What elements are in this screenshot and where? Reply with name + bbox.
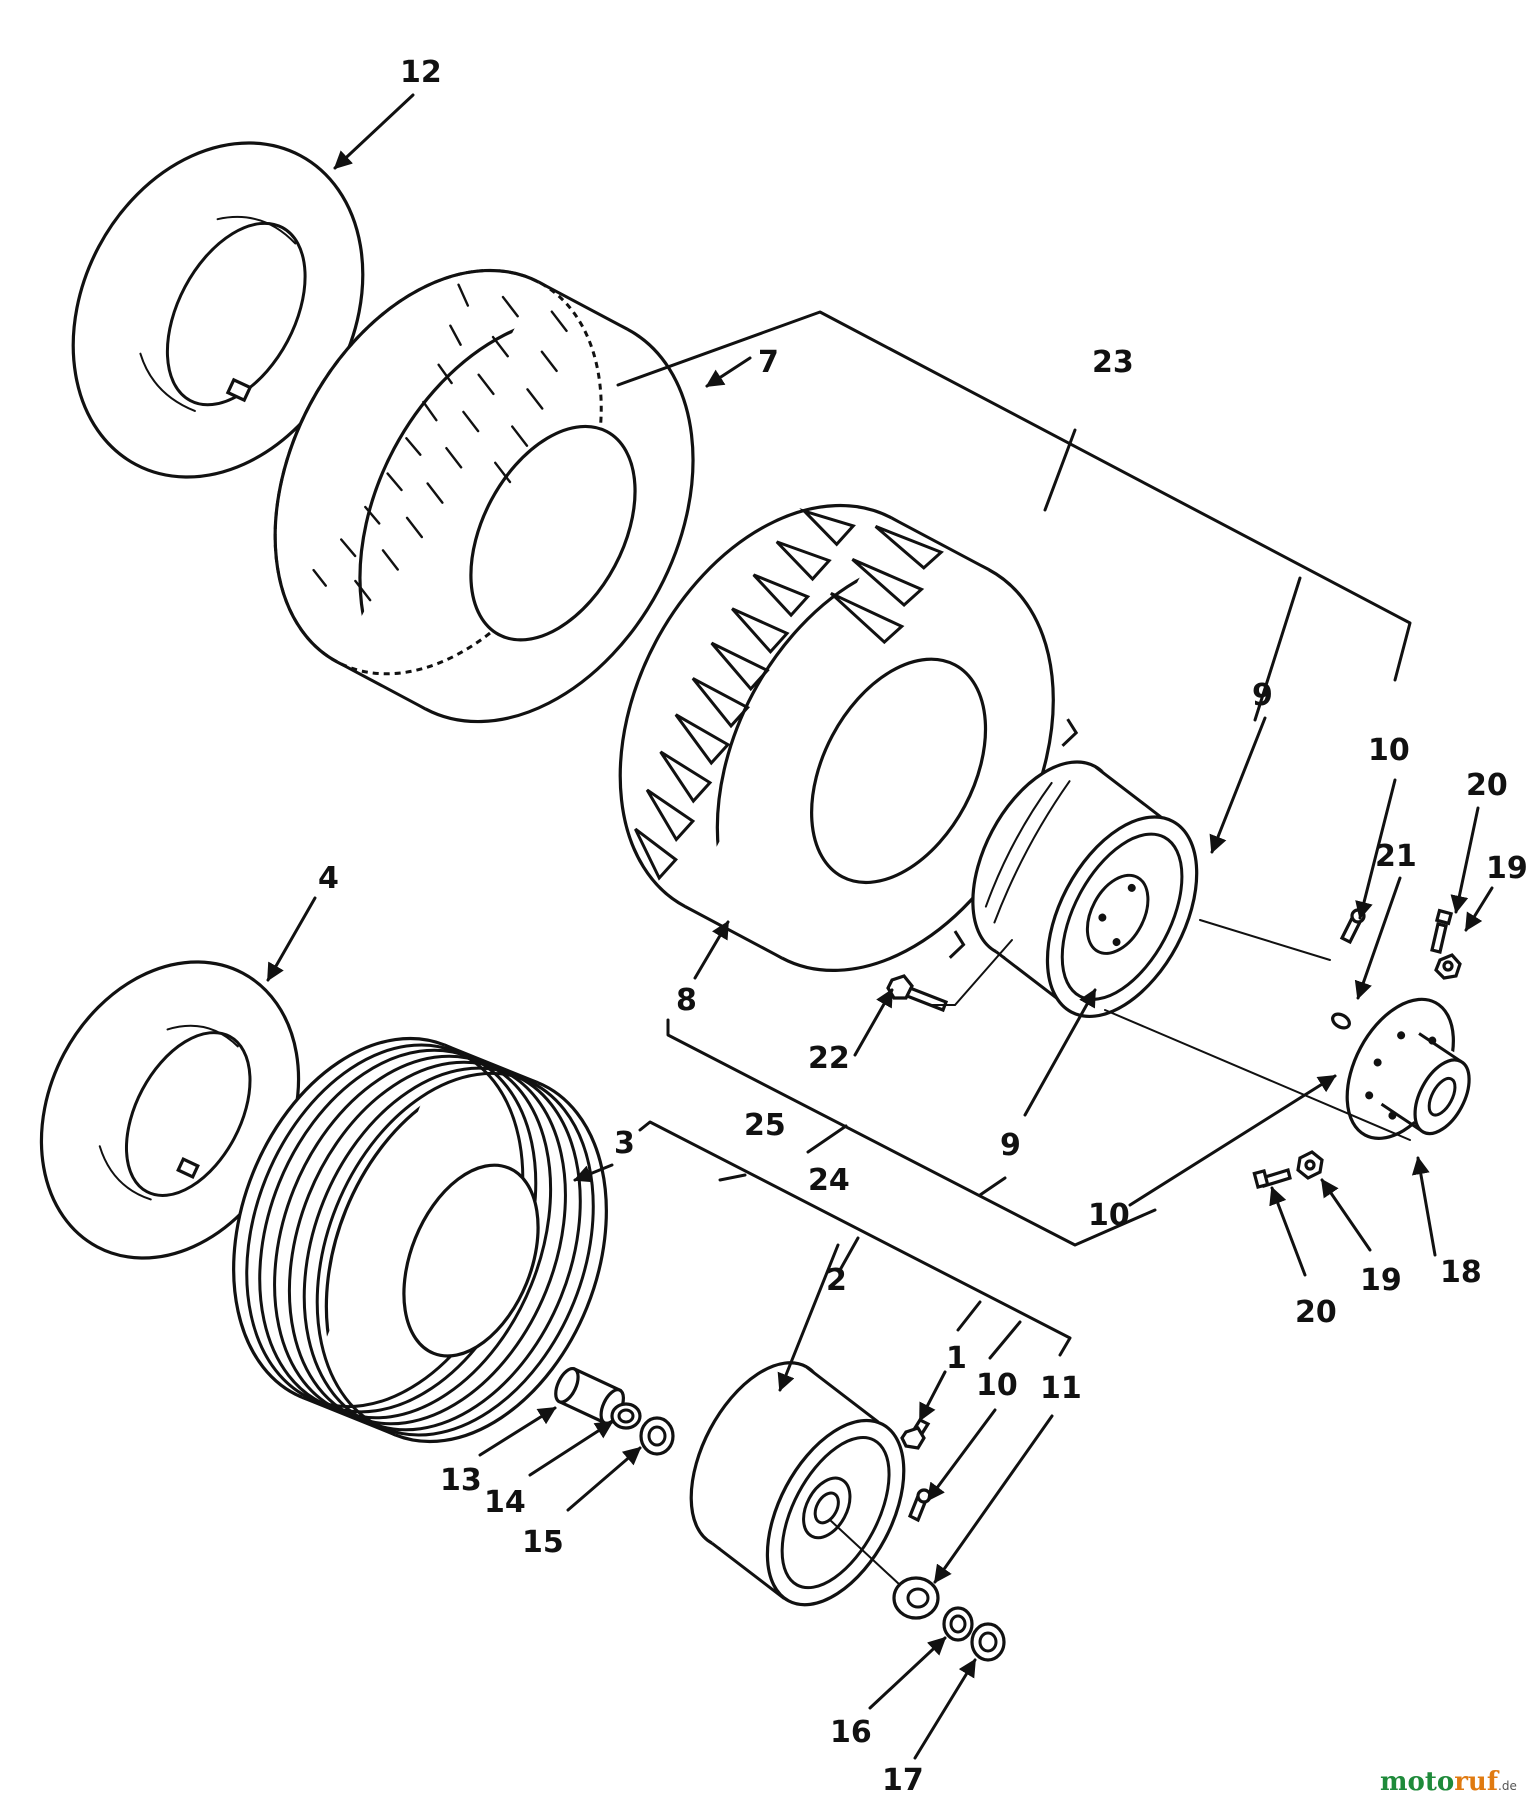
label-3: 3 [614,1126,635,1161]
label-24: 24 [808,1163,850,1198]
label-10-lower: 10 [976,1368,1018,1403]
valve-1 [900,1417,931,1450]
label-10-middle: 10 [1088,1198,1130,1233]
key-21 [1331,1012,1351,1030]
washer-15 [639,1416,675,1456]
label-14: 14 [484,1485,526,1520]
hub-18 [1345,997,1471,1140]
watermark-part2: ruf [1454,1767,1500,1797]
label-9-upper: 9 [1252,678,1273,713]
small-rim-2 [689,1361,906,1607]
label-1: 1 [946,1341,967,1376]
washer-14 [610,1402,642,1430]
label-17: 17 [882,1763,924,1798]
nut-19-bottom [1296,1150,1324,1180]
label-25: 25 [744,1108,786,1143]
turf-tire-7 [273,268,695,724]
watermark-part1: moto [1380,1767,1454,1797]
label-13: 13 [440,1463,482,1498]
label-10-upper: 10 [1368,733,1410,768]
watermark-logo: motoruf.de [1380,1767,1517,1797]
label-4: 4 [318,861,339,896]
svg-text:motoruf.de: motoruf.de [1380,1767,1517,1797]
part-labels: 12 7 23 9 10 20 19 21 4 8 22 25 3 24 9 1… [318,55,1528,1798]
label-20-lower: 20 [1295,1295,1337,1330]
label-11: 11 [1040,1371,1082,1406]
label-21: 21 [1375,839,1417,874]
label-20-upper: 20 [1466,768,1508,803]
assembly-brackets [616,310,1412,1586]
label-18: 18 [1440,1255,1482,1290]
label-16: 16 [830,1715,872,1750]
label-15: 15 [522,1525,564,1560]
leader-arrows [266,93,1494,1760]
lug-tire-8 [618,503,1079,972]
valve-stem-10-lower [907,1488,932,1523]
large-rim-9 [971,760,1199,1019]
label-8: 8 [676,983,697,1018]
washer-16 [942,1606,974,1642]
label-19-upper: 19 [1486,851,1528,886]
label-23: 23 [1092,345,1134,380]
label-2: 2 [826,1263,847,1298]
bolt-20-bottom [1252,1167,1292,1190]
bolt-20-top [1430,908,1454,954]
label-7: 7 [758,345,779,380]
label-9-lower: 9 [1000,1128,1021,1163]
rib-tire-3 [232,1036,608,1444]
nut-19-top [1434,953,1462,980]
label-12: 12 [400,55,442,90]
washer-17 [970,1622,1006,1662]
watermark-suffix: .de [1498,1779,1517,1793]
label-19-lower: 19 [1360,1263,1402,1298]
bearing-11 [892,1576,940,1620]
label-22: 22 [808,1041,850,1076]
